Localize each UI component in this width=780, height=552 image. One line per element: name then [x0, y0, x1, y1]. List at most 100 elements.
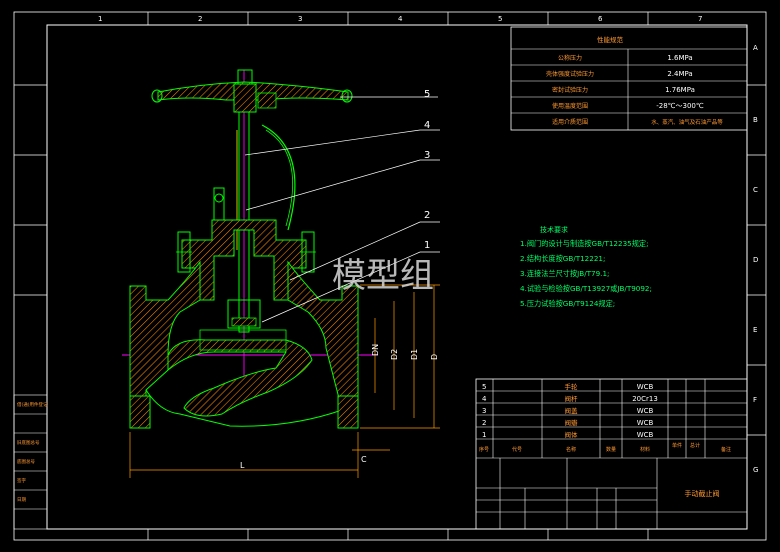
zone-label: 2 [198, 15, 202, 23]
bom-name: 阀杆 [565, 394, 579, 403]
watermark: 模型组 [332, 256, 434, 296]
strip-label: 借(通)用件登记 [17, 401, 48, 408]
bom-no: 1 [482, 431, 486, 439]
strip-label: 旧底图总号 [17, 439, 40, 446]
callout-4: 4 [424, 120, 430, 131]
spec-value: -28℃～300℃ [656, 102, 704, 110]
spec-label: 密封试验压力 [552, 86, 588, 94]
callout-5: 5 [424, 89, 430, 100]
spec-label: 使用温度范围 [552, 102, 588, 110]
callout-numbers: 5 4 3 2 1 [424, 89, 430, 251]
left-signature-strip [13, 394, 48, 530]
side-hatch [257, 92, 277, 109]
yoke-arc [261, 124, 296, 231]
dim-d1: D1 [410, 349, 419, 360]
left-flange [129, 395, 151, 429]
tech-req-item: 3.连接法兰尺寸按JB/T79.1; [520, 269, 609, 278]
bonnet [181, 219, 307, 301]
bom-header: 总计 [690, 442, 700, 449]
bom-material: WCB [637, 431, 654, 439]
bom-no: 5 [482, 383, 486, 391]
zone-label: B [753, 116, 758, 124]
spec-value: 1.76MPa [665, 86, 695, 94]
bom-header: 备注 [721, 446, 731, 453]
top-zone-labels: 1 2 3 4 5 6 7 [98, 15, 702, 23]
valve-disc [227, 299, 261, 329]
bom-table: 5 4 3 2 1 手轮 阀杆 阀盖 阀瓣 阀体 WCB 20Cr13 WCB … [475, 378, 748, 530]
spec-label: 适用介质范围 [552, 118, 588, 126]
bom-header: 数量 [606, 446, 616, 453]
handwheel-rim-left [151, 89, 163, 103]
bom-header: 代号 [512, 446, 522, 453]
gland-bolt [214, 193, 224, 203]
dimension-lines [129, 284, 440, 478]
bom-material: 20Cr13 [632, 395, 658, 403]
strip-label: 日期 [17, 497, 26, 503]
strip-label: 底图总号 [17, 458, 35, 465]
tech-req-item: 1.阀门的设计与制造按GB/T12235规定; [520, 239, 649, 248]
left-strip-text: 借(通)用件登记 旧底图总号 底图总号 签字 日期 [17, 401, 48, 503]
zone-label: E [753, 326, 757, 334]
spec-value: 2.4MPa [667, 70, 692, 78]
strip-label: 签字 [17, 477, 26, 484]
dim-c: C [361, 455, 367, 464]
tech-req-item: 4.试验与检验按GB/T13927或JB/T9092; [520, 284, 652, 293]
zone-label: 7 [698, 15, 702, 23]
spec-value: 1.6MPa [667, 54, 692, 62]
tech-req-title: 技术要求 [540, 225, 568, 234]
spec-label: 壳体强度试验压力 [546, 70, 594, 78]
bom-no: 4 [482, 395, 487, 403]
handwheel-hub [233, 83, 257, 113]
zone-label: G [753, 466, 758, 474]
right-zone-labels: A B C D E F G [753, 44, 758, 474]
callout-2: 2 [424, 210, 430, 221]
body-seat-partition [167, 339, 313, 417]
bom-name: 阀盖 [565, 406, 579, 415]
bom-name: 阀瓣 [565, 418, 579, 427]
bom-header: 名称 [566, 446, 576, 453]
valve-section-view: 5 4 3 2 1 DN D2 D1 D L C [122, 69, 440, 478]
outer-border [13, 11, 767, 541]
bom-material: WCB [637, 419, 654, 427]
bom-header: 序号 [479, 446, 489, 453]
dim-d: D [430, 354, 439, 360]
callout-leaders [244, 96, 440, 323]
zone-label: 3 [298, 15, 302, 23]
callout-3: 3 [424, 150, 430, 161]
dimension-labels: DN D2 D1 D L C [240, 344, 439, 470]
drawing-title: 手动截止阀 [685, 489, 720, 498]
inner-border [46, 24, 748, 530]
bom-material: WCB [637, 407, 654, 415]
zone-label: 5 [498, 15, 502, 23]
technical-requirements: 技术要求 1.阀门的设计与制造按GB/T12235规定; 2.结构长度按GB/T… [520, 225, 652, 308]
zone-label: C [753, 186, 758, 194]
zone-label: 4 [398, 15, 403, 23]
spec-table-title: 性能规范 [597, 35, 624, 44]
bom-header: 单件 [672, 442, 682, 449]
spec-value: 水、蒸汽、油气及石油产品等 [651, 118, 723, 126]
bom-no: 2 [482, 419, 486, 427]
zone-ticks [14, 12, 766, 540]
dim-d2: D2 [390, 349, 399, 360]
zone-label: 1 [98, 15, 102, 23]
bom-header: 材料 [640, 446, 650, 453]
bom-name: 手轮 [565, 382, 579, 391]
handwheel-rim-right [341, 89, 353, 103]
tech-req-item: 5.压力试验按GB/T9124规定; [520, 299, 615, 308]
zone-label: 6 [598, 15, 603, 23]
dim-l: L [240, 461, 245, 470]
bom-material: WCB [637, 383, 654, 391]
gland-bracket [213, 187, 225, 221]
right-flange [337, 395, 359, 429]
zone-label: A [753, 44, 758, 52]
zone-label: D [753, 256, 758, 264]
tech-req-item: 2.结构长度按GB/T12221; [520, 254, 605, 263]
bom-name: 阀体 [565, 430, 579, 439]
zone-label: F [753, 396, 757, 404]
callout-1: 1 [424, 240, 430, 251]
spec-label: 公称压力 [558, 54, 582, 62]
spec-table: 性能规范 公称压力 壳体强度试验压力 密封试验压力 使用温度范围 适用介质范围 … [510, 26, 748, 131]
dim-dn: DN [371, 344, 380, 356]
bom-no: 3 [482, 407, 486, 415]
